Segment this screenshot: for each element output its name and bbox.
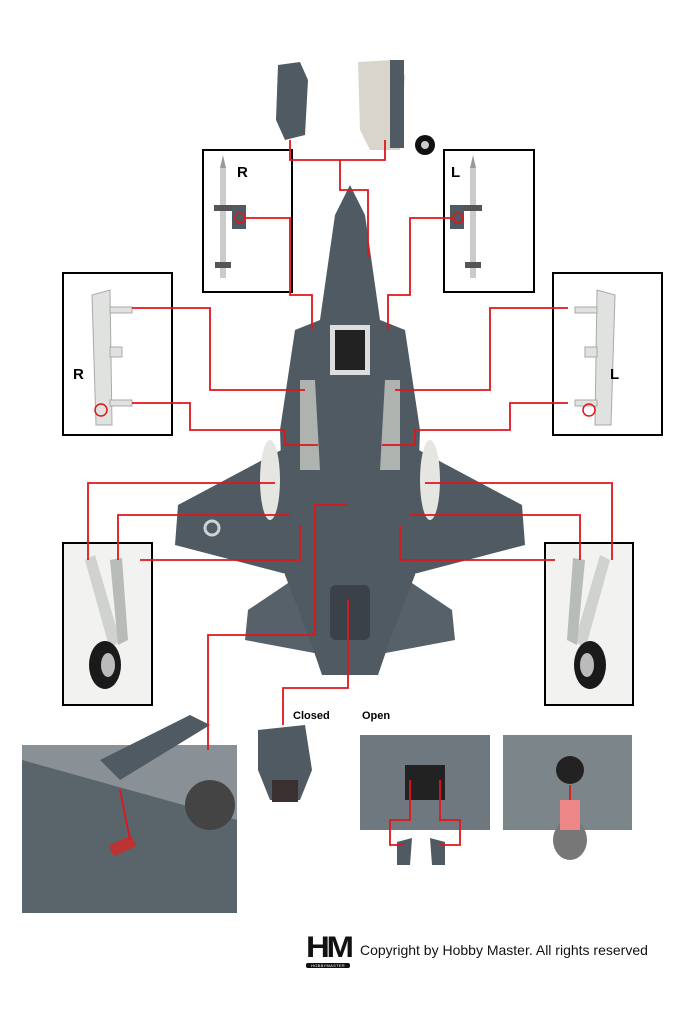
pylon-right-label: R — [73, 366, 84, 383]
closed-label: Closed — [293, 710, 330, 722]
logo-subtext: HOBBYMASTER — [306, 963, 350, 968]
hobby-master-logo: HM HOBBYMASTER — [306, 933, 354, 970]
detail-photo-weapons-bay — [22, 715, 237, 913]
missile-right — [214, 155, 246, 278]
callout-lines — [87, 140, 613, 846]
missile-right-label: R — [237, 164, 248, 181]
roundel — [203, 519, 221, 537]
bay-door-strip — [390, 60, 404, 148]
pylon-right — [91, 289, 133, 426]
main-gear-right — [85, 555, 128, 689]
pylon-left-label: L — [610, 366, 620, 383]
open-label: Open — [362, 710, 391, 722]
engine-nozzle — [330, 585, 370, 640]
missile-left-label: L — [451, 164, 461, 181]
nozzle-closed-part — [258, 725, 312, 802]
main-gear-left — [567, 555, 610, 689]
detail-photo-open — [360, 735, 490, 865]
pylon-left — [574, 289, 616, 426]
detail-photo-installed — [503, 735, 632, 860]
missile-right-box — [202, 149, 293, 293]
bay-door-part — [276, 62, 308, 140]
missile-left — [450, 155, 482, 278]
logo-text: HM — [306, 931, 354, 964]
copyright-text: Copyright by Hobby Master. All rights re… — [360, 942, 648, 958]
